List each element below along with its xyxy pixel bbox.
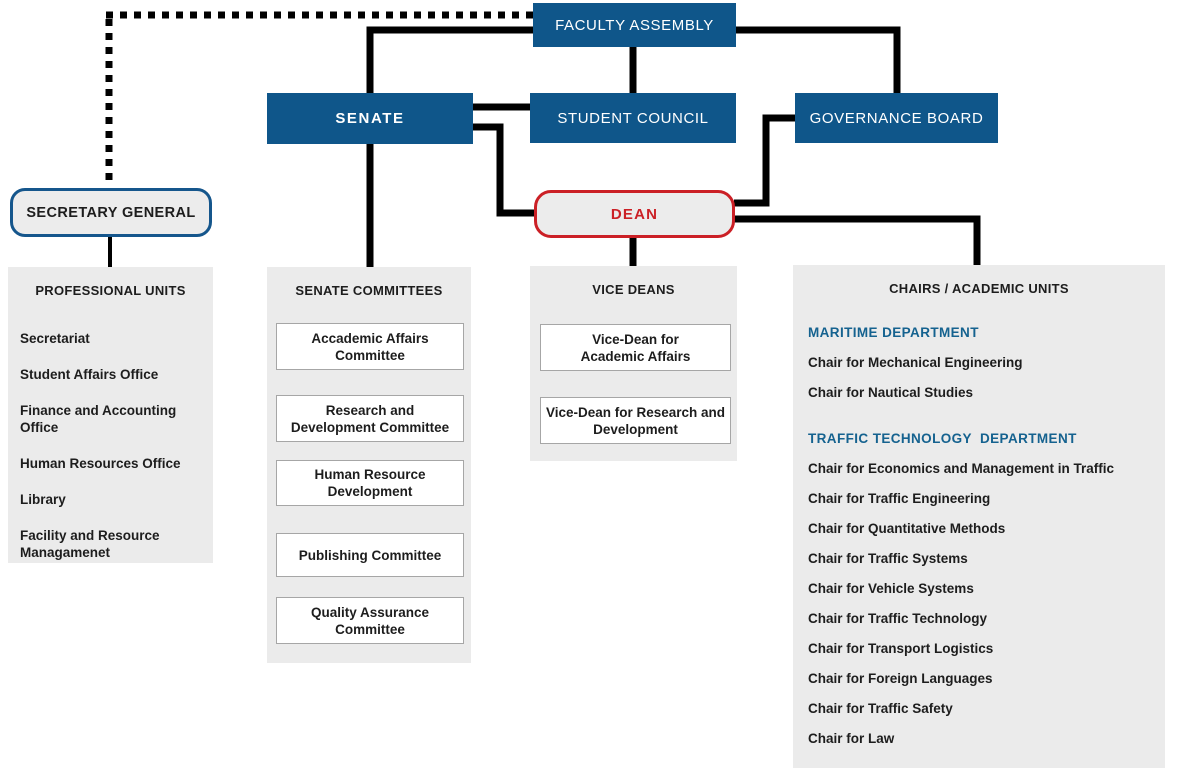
vice-deans-header: VICE DEANS	[592, 282, 675, 297]
professional-units-header: PROFESSIONAL UNITS	[35, 283, 186, 298]
chair-item: Chair for Traffic Engineering	[808, 491, 991, 506]
committee-box: Research and Development Committee	[276, 395, 464, 442]
professional-units-panel: PROFESSIONAL UNITS Secretariat Student A…	[8, 267, 213, 563]
chair-item: Chair for Law	[808, 731, 895, 746]
student-council-node: STUDENT COUNCIL	[530, 93, 736, 143]
connector-senate-faculty-assembly	[366, 26, 533, 94]
committee-box: Quality Assurance Committee	[276, 597, 464, 644]
governance-board-node: GOVERNANCE BOARD	[795, 93, 998, 143]
professional-unit-item: Student Affairs Office	[20, 367, 159, 382]
connector-governance-board-dean	[734, 114, 795, 207]
professional-unit-item: Finance and Accounting Office	[20, 403, 177, 435]
chair-item: Chair for Nautical Studies	[808, 385, 974, 400]
vice-dean-box: Vice-Dean for Research and Development	[540, 397, 731, 444]
department-name: MARITIME DEPARTMENT	[808, 325, 979, 340]
committee-box: Accademic Affairs Committee	[276, 323, 464, 370]
chairs-academic-units-header: CHAIRS / ACADEMIC UNITS	[889, 281, 1069, 296]
connector-dean-chairs-panel	[734, 215, 981, 266]
professional-unit-item: Facility and Resource Managamenet	[20, 528, 160, 560]
committee-box: Publishing Committee	[276, 533, 464, 577]
committee-label: Human Resource Development	[314, 467, 426, 499]
chair-item: Chair for Mechanical Engineering	[808, 355, 1023, 370]
professional-unit-item: Human Resources Office	[20, 456, 181, 471]
secretary-general-node: SECRETARY GENERAL	[10, 188, 212, 237]
senate-committees-header: SENATE COMMITTEES	[295, 283, 443, 298]
chair-item: Chair for Vehicle Systems	[808, 581, 974, 596]
vice-dean-label: Vice-Dean for Research and Development	[545, 404, 726, 437]
chairs-academic-units-panel: CHAIRS / ACADEMIC UNITS MARITIME DEPARTM…	[793, 265, 1165, 768]
vice-deans-panel: VICE DEANS Vice-Dean for Academic Affair…	[530, 266, 737, 461]
committee-label: Research and Development Committee	[290, 402, 450, 435]
connector-senate-dean	[473, 123, 534, 217]
chair-item: Chair for Traffic Technology	[808, 611, 988, 626]
connector-faculty-assembly-governance-board	[736, 26, 901, 94]
chair-item: Chair for Transport Logistics	[808, 641, 994, 656]
vice-dean-label: Vice-Dean for Academic Affairs	[580, 331, 691, 364]
senate-node: SENATE	[267, 93, 473, 144]
professional-unit-item: Library	[20, 492, 66, 507]
chair-item: Chair for Traffic Safety	[808, 701, 953, 716]
dean-node: DEAN	[534, 190, 735, 238]
committee-label: Quality Assurance Committee	[310, 604, 430, 637]
committee-label: Publishing Committee	[298, 547, 442, 563]
chair-item: Chair for Economics and Management in Tr…	[808, 461, 1115, 476]
chair-item: Chair for Foreign Languages	[808, 671, 993, 686]
chair-item: Chair for Traffic Systems	[808, 551, 968, 566]
vice-dean-box: Vice-Dean for Academic Affairs	[540, 324, 731, 371]
faculty-assembly-node: FACULTY ASSEMBLY	[533, 3, 736, 47]
committee-box: Human Resource Development	[276, 460, 464, 506]
chair-item: Chair for Quantitative Methods	[808, 521, 1006, 536]
professional-unit-item: Secretariat	[20, 331, 90, 346]
senate-committees-panel: SENATE COMMITTEES Accademic Affairs Comm…	[267, 267, 471, 663]
committee-label: Accademic Affairs Committee	[311, 330, 429, 363]
department-name: TRAFFIC TECHNOLOGY DEPARTMENT	[808, 431, 1077, 446]
